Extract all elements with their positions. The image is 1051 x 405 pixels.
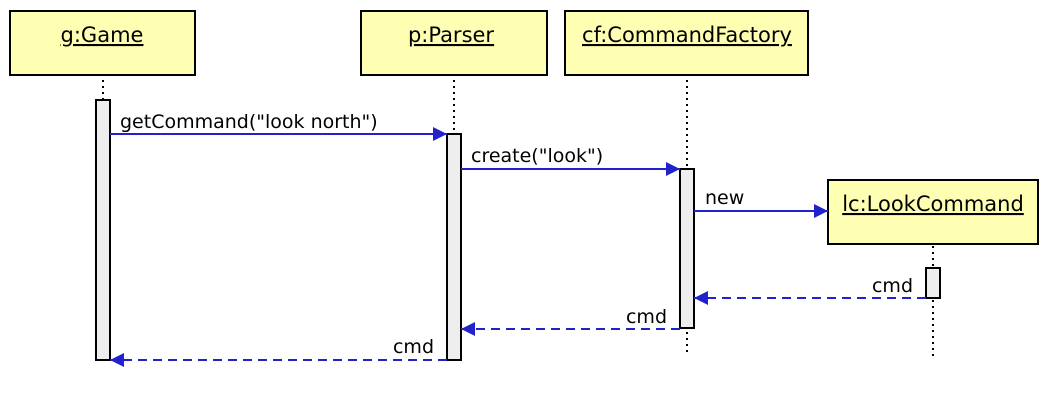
activation-game — [95, 99, 111, 361]
participant-label: g:Game — [61, 23, 144, 47]
participant-label: cf:CommandFactory — [582, 23, 792, 47]
message-create: create("look") — [461, 145, 680, 176]
message-return-lookcmd: cmd — [694, 275, 926, 305]
message-label: cmd — [393, 336, 434, 358]
participant-box — [827, 179, 1039, 245]
participant-label: lc:LookCommand — [842, 192, 1024, 216]
activation-lookcmd — [925, 267, 941, 299]
message-return-parser: cmd — [110, 336, 447, 367]
participant-factory: cf:CommandFactory — [564, 10, 809, 76]
participant-lookcmd: lc:LookCommand — [827, 179, 1039, 245]
activation-parser — [446, 133, 462, 361]
participant-label: p:Parser — [408, 23, 494, 47]
message-getcommand: getCommand("look north") — [110, 111, 447, 141]
message-label: create("look") — [471, 145, 603, 167]
participant-parser: p:Parser — [360, 10, 548, 76]
message-label: getCommand("look north") — [120, 111, 378, 133]
activations — [95, 99, 941, 361]
participant-box — [564, 10, 809, 76]
message-new: new — [694, 187, 828, 218]
participant-box — [9, 10, 196, 76]
message-return-factory: cmd — [461, 306, 680, 336]
message-label: cmd — [872, 275, 913, 297]
participant-box — [360, 10, 548, 76]
participant-game: g:Game — [9, 10, 196, 76]
message-label: cmd — [626, 306, 667, 328]
activation-factory — [679, 168, 695, 329]
message-label: new — [705, 187, 744, 209]
